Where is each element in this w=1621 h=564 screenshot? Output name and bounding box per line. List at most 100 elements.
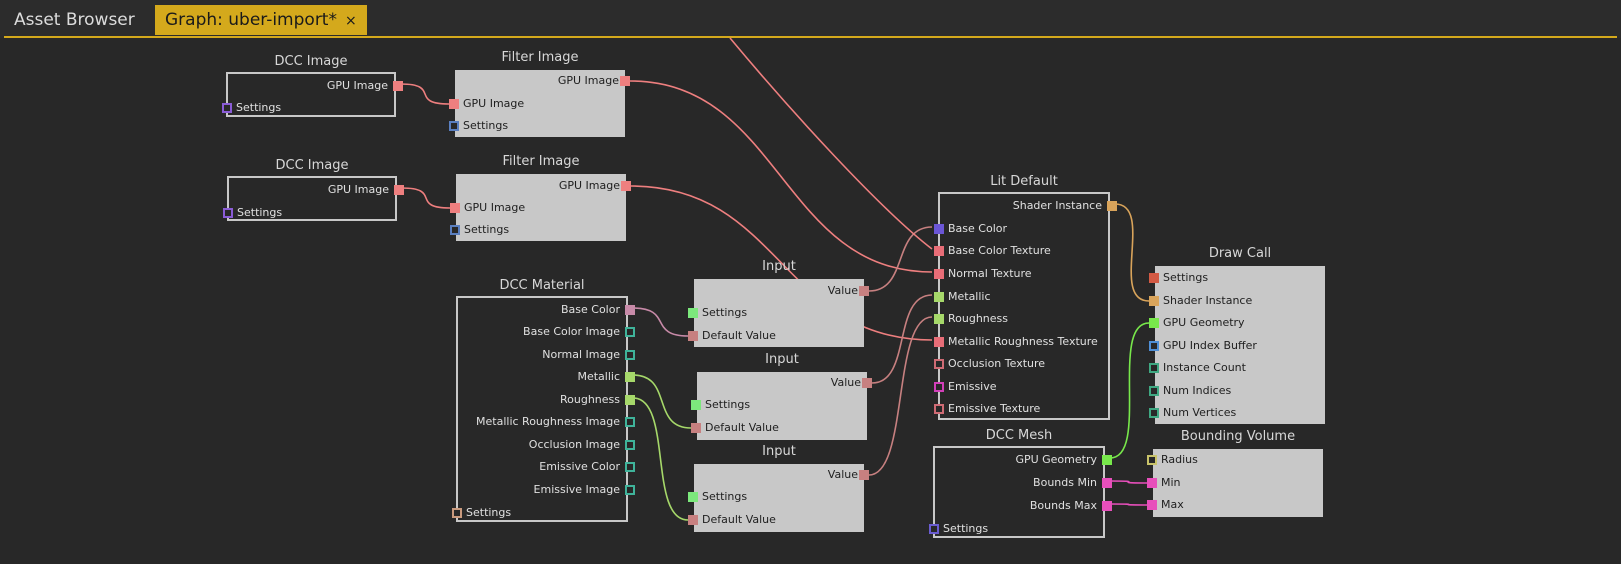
node-title: Bounding Volume [1180,429,1296,444]
output-port[interactable] [862,378,872,388]
input-port[interactable] [1149,273,1159,283]
output-port[interactable] [859,286,869,296]
close-icon[interactable]: × [344,13,357,29]
output-port[interactable] [625,327,635,337]
connection-wire[interactable] [630,185,933,341]
connection-wire[interactable] [868,316,933,476]
connection-wire[interactable] [1114,203,1150,302]
input-port[interactable] [1149,341,1159,351]
input-port-label: Min [1161,476,1181,489]
input-port-label: Settings [702,490,748,503]
output-port[interactable] [1107,201,1117,211]
output-port[interactable] [625,440,635,450]
output-port[interactable] [625,395,635,405]
input-port[interactable] [934,359,944,369]
input-port[interactable] [934,382,944,392]
output-port[interactable] [625,305,635,315]
input-port[interactable] [1149,296,1159,306]
input-port[interactable] [449,99,459,109]
input-port[interactable] [934,314,944,324]
connection-wire[interactable] [401,187,451,209]
input-port[interactable] [450,203,460,213]
input-port-label: Settings [463,119,509,132]
connection-wire[interactable] [1109,503,1148,506]
input-port[interactable] [934,292,944,302]
input-port[interactable] [934,224,944,234]
input-port[interactable] [1147,455,1157,465]
output-port-label: Value [827,284,858,297]
output-port[interactable] [621,181,631,191]
connection-wire[interactable] [400,83,450,105]
connection-wire[interactable] [868,226,933,292]
input-port[interactable] [934,269,944,279]
tab-graph-uber-import[interactable]: Graph: uber-import*× [155,5,367,35]
output-port[interactable] [1102,478,1112,488]
connection-wire[interactable] [629,80,933,273]
connection-wire[interactable] [1109,322,1150,459]
input-port[interactable] [688,331,698,341]
input-port[interactable] [929,524,939,534]
tab-asset-browser[interactable]: Asset Browser [4,5,145,35]
input-port-label: Base Color Texture [948,244,1051,257]
input-port[interactable] [1149,408,1159,418]
output-port[interactable] [393,81,403,91]
input-port[interactable] [452,508,462,518]
output-port[interactable] [1102,455,1112,465]
input-port[interactable] [691,423,701,433]
connection-wire[interactable] [632,307,689,337]
input-port-label: Radius [1161,453,1198,466]
input-port[interactable] [688,308,698,318]
input-port-label: Settings [464,223,510,236]
output-port-label: Base Color Image [523,325,620,338]
input-port-label: Settings [466,506,512,519]
input-port[interactable] [450,225,460,235]
node-title: Filter Image [501,50,579,65]
output-port[interactable] [394,185,404,195]
input-port[interactable] [934,337,944,347]
output-port[interactable] [620,76,630,86]
connection-wire[interactable] [632,397,689,521]
output-port-label: Occlusion Image [528,438,620,451]
output-port[interactable] [625,462,635,472]
input-port[interactable] [934,246,944,256]
input-port[interactable] [222,103,232,113]
output-port[interactable] [1102,501,1112,511]
connection-wire[interactable] [871,294,933,384]
input-port[interactable] [1147,478,1157,488]
input-port[interactable] [449,121,459,131]
connection-wire[interactable] [1109,480,1148,484]
input-port[interactable] [1149,386,1159,396]
output-port[interactable] [625,372,635,382]
input-port[interactable] [688,515,698,525]
input-port[interactable] [1147,500,1157,510]
output-port[interactable] [625,417,635,427]
input-port[interactable] [1149,318,1159,328]
output-port[interactable] [859,470,869,480]
connection-wire[interactable] [632,374,692,429]
input-port-label: Num Indices [1163,384,1232,397]
input-port[interactable] [223,208,233,218]
input-port[interactable] [688,492,698,502]
input-port[interactable] [691,400,701,410]
input-port[interactable] [1149,363,1159,373]
output-port[interactable] [625,485,635,495]
connection-wire[interactable] [729,37,933,250]
input-port-label: Settings [943,522,989,535]
input-port-label: Normal Texture [948,267,1032,280]
output-port[interactable] [625,350,635,360]
node-title: Draw Call [1208,246,1272,261]
input-port[interactable] [934,404,944,414]
